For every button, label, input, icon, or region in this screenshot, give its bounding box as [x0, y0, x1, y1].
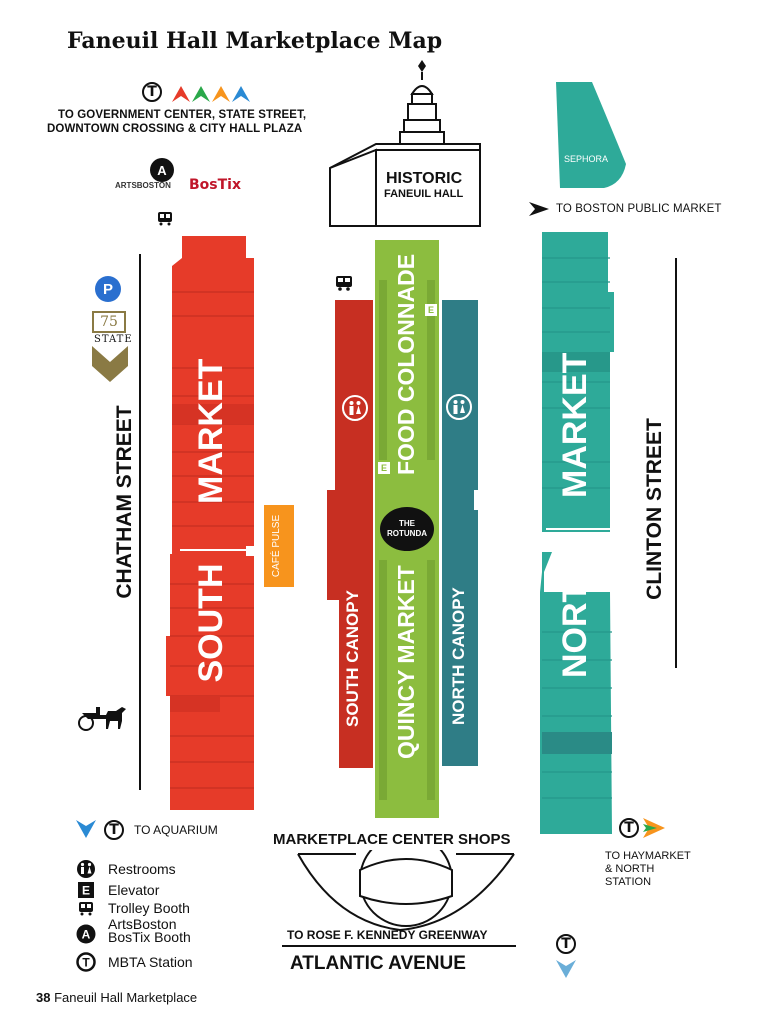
elevator-icon: E — [425, 304, 437, 316]
legend-mbta: T MBTA Station — [76, 952, 193, 972]
trolley-icon — [158, 212, 172, 226]
marketplace-center-shops-label: MARKETPLACE CENTER SHOPS — [273, 831, 511, 848]
historic-label: HISTORIC — [386, 170, 463, 187]
greenway-line — [282, 945, 516, 947]
page-number: 38 — [36, 990, 51, 1005]
elevator-icon: E — [76, 880, 96, 900]
cafe-pulse-building — [264, 505, 294, 587]
parking-chevron-icon — [92, 346, 128, 382]
legend-trolley: Trolley Booth — [76, 898, 190, 918]
mbta-icon: T — [104, 820, 124, 840]
svg-text:T: T — [82, 956, 90, 970]
mbta-icon: T — [556, 934, 576, 954]
blue-line-arrow-icon — [556, 960, 576, 978]
quincy-market-label: QUINCY MARKET — [393, 565, 419, 759]
cafe-pulse-label: CAFÉ PULSE — [271, 514, 282, 578]
state-label: STATE — [94, 334, 133, 345]
north-canopy-label: NORTH CANOPY — [449, 587, 468, 725]
south-market-word-market: MARKET — [192, 358, 230, 504]
elevator-icon: E — [378, 462, 390, 474]
sephora-label: SEPHORA — [564, 154, 609, 164]
to-haymarket-label: TO HAYMARKET & NORTH STATION — [605, 850, 691, 888]
south-market-building — [166, 236, 254, 810]
restroom-icon — [76, 859, 96, 879]
to-government-label: TO GOVERNMENT CENTER, STATE STREET, — [58, 109, 307, 121]
south-canopy-label: SOUTH CANOPY — [343, 590, 362, 727]
rotunda-circle: THE ROTUNDA — [380, 507, 434, 551]
page-title: Faneuil Hall Marketplace Map — [67, 28, 443, 54]
artsboston-logo: ARTSBOSTON — [115, 181, 171, 190]
mbta-icon: T — [142, 82, 162, 102]
trolley-icon — [76, 898, 96, 918]
footer-text: Faneuil Hall Marketplace — [54, 990, 198, 1005]
north-market-word-north: NORTH — [556, 557, 594, 678]
to-greenway-label: TO ROSE F. KENNEDY GREENWAY — [287, 928, 488, 942]
bostix-logo: BosTix — [189, 177, 242, 193]
faneuil-hall-label: FANEUIL HALL — [384, 188, 464, 200]
rotunda-label-2: ROTUNDA — [387, 529, 427, 538]
arrow-right-icon — [529, 202, 549, 216]
restroom-icon — [446, 394, 472, 420]
marketplace-center-outline — [297, 850, 515, 932]
faneuil-hall-building — [329, 60, 481, 227]
horse-carriage-icon — [78, 707, 126, 731]
svg-text:E: E — [82, 884, 90, 898]
to-boston-public-market-label: TO BOSTON PUBLIC MARKET — [556, 203, 722, 215]
atlantic-avenue-label: ATLANTIC AVENUE — [290, 953, 466, 974]
south-market-word-south: SOUTH — [192, 563, 230, 683]
orange-green-line-arrow-icon — [643, 818, 665, 838]
rotunda-label-1: THE — [399, 519, 415, 528]
legend-artsboston: A ArtsBoston BosTix Booth — [76, 917, 191, 944]
restroom-icon — [342, 395, 368, 421]
parking-icon: P — [95, 276, 121, 302]
legend-elevator: E Elevator — [76, 880, 159, 900]
sephora-building — [556, 82, 626, 188]
subway-line-arrows — [172, 86, 250, 102]
artsboston-icon: A — [76, 924, 96, 944]
mbta-icon: T — [76, 952, 96, 972]
to-government-label-2: DOWNTOWN CROSSING & CITY HALL PLAZA — [47, 123, 303, 135]
blue-line-arrow-icon — [76, 820, 96, 838]
svg-text:A: A — [82, 928, 91, 942]
to-aquarium-label: TO AQUARIUM — [134, 823, 218, 837]
chatham-street-line — [139, 254, 141, 790]
75-state-logo: 75 — [92, 311, 126, 333]
trolley-icon — [336, 276, 352, 291]
north-market-word-market: MARKET — [556, 352, 594, 498]
clinton-street-label: CLINTON STREET — [643, 418, 666, 600]
artsboston-a-icon: A — [150, 158, 174, 182]
footer: 38 Faneuil Hall Marketplace — [36, 990, 197, 1005]
north-market-building — [540, 232, 614, 834]
clinton-street-line — [675, 258, 677, 668]
mbta-icon: T — [619, 818, 639, 838]
food-colonnade-label: FOOD COLONNADE — [393, 253, 419, 475]
chatham-street-label: CHATHAM STREET — [113, 405, 136, 599]
legend-restrooms: Restrooms — [76, 859, 176, 879]
